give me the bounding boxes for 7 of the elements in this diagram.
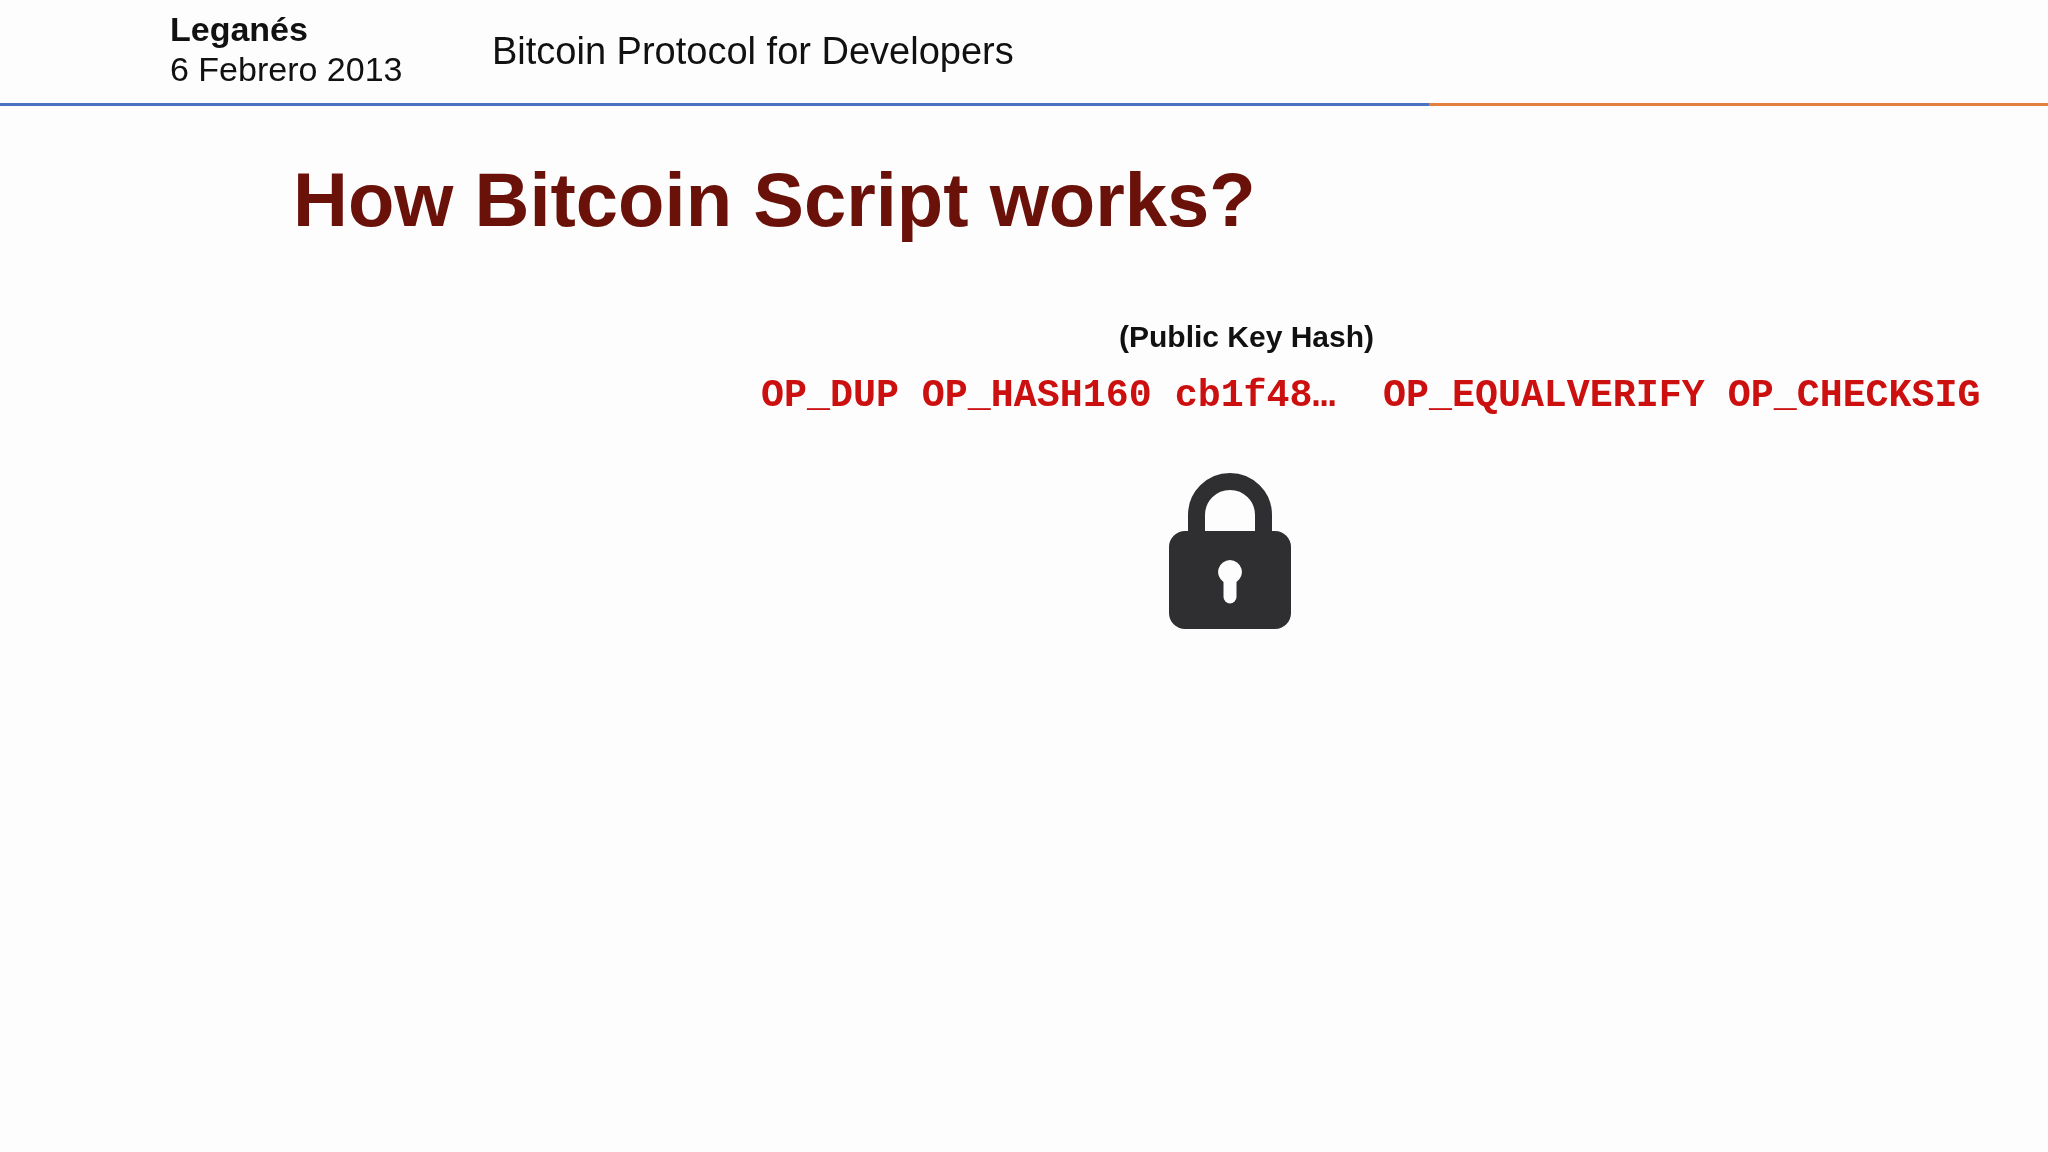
script-code: OP_DUP OP_HASH160 cb1f48… bbox=[761, 374, 1336, 419]
script-code: OP_EQUALVERIFY OP_CHECKSIG bbox=[1383, 374, 1981, 419]
presentation-title: Bitcoin Protocol for Developers bbox=[492, 30, 1014, 74]
location-text: Leganés bbox=[170, 10, 308, 50]
date-text: 6 Febrero 2013 bbox=[170, 50, 403, 90]
slide-title: How Bitcoin Script works? bbox=[293, 156, 1256, 244]
annotation-text: (Public Key Hash) bbox=[1119, 320, 1375, 355]
